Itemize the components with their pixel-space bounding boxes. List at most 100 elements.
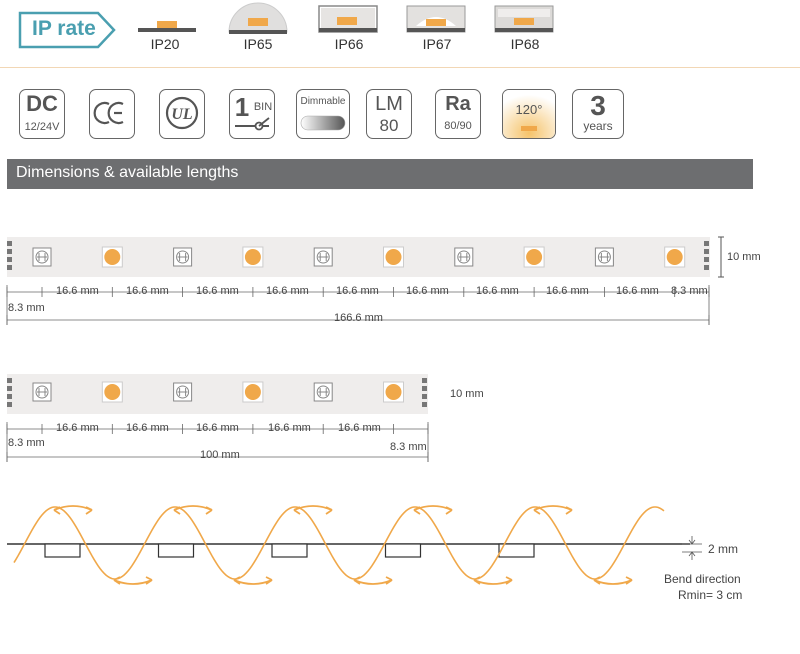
bin-label: BIN [254,101,272,113]
ip-rate-arrow-shape [18,11,116,49]
resistor-icon [173,382,193,402]
warranty-unit: years [583,119,613,133]
bend-arrow-icon [413,505,453,515]
ce-mark-icon: CE [89,89,135,139]
section-divider [0,67,800,68]
ul-symbol: UL [165,96,199,130]
strip1-pitch-label: 16.6 mm [406,285,449,297]
section-title: Dimensions & available lengths [16,164,239,181]
bend-arrow-icon [473,576,513,585]
bend-diagram [7,505,702,585]
lm-value: 80 [379,116,399,135]
ul-label: UL [171,106,193,123]
resistor-icon [32,382,52,402]
bend-arrow-icon [293,505,333,515]
strip1-pitch-label: 16.6 mm [616,285,659,297]
led-chip-icon [242,246,264,268]
strip1-pitch-label: 16.6 mm [546,285,589,297]
strip2-pitch-label: 16.6 mm [338,422,381,434]
resistor-icon [32,247,52,267]
ip68-label: IP68 [510,36,540,52]
warranty-icon: 3 years [572,89,624,139]
strip2-total-length-label: 100 mm [200,449,240,461]
bend-segment [44,543,81,558]
bend-arrow-icon [593,576,633,585]
resistor-icon [594,247,614,267]
strip1-edge-right-label: 8.3 mm [671,285,708,297]
dc-label: DC [26,91,58,116]
strip2-edge-left-label: 8.3 mm [8,437,45,449]
ra-value: 80/90 [444,120,472,132]
strip1-pitch-label: 16.6 mm [476,285,519,297]
ip67-label: IP67 [422,36,452,52]
strip1-diagram [6,236,724,325]
dimmable-label: Dimmable [300,96,346,107]
bin-symbol: 1 BIN [235,92,272,131]
led-chip-icon [523,246,545,268]
strip2-end-pads-left [7,378,12,407]
beam-angle-value: 120° [516,102,543,117]
ip65-icon [228,2,288,34]
ip66-icon [318,5,378,33]
ul-listed-icon: UL [159,89,205,139]
bend-strip-segments [44,543,535,558]
strip2-diagram [6,374,429,462]
bend-segment [271,543,308,558]
bend-arrow-icon [533,505,573,515]
strip1-pitch-label: 16.6 mm [336,285,379,297]
ip65-label: IP65 [243,36,273,52]
bend-arrow-icon [113,576,153,585]
bend-wave-curve [13,506,665,580]
strip1-pitch-label: 16.6 mm [126,285,169,297]
strip2-pitch-label: 16.6 mm [196,422,239,434]
bend-arrow-icon [233,576,273,585]
strip1-end-pads-right [704,241,709,270]
strip1-pitch-label: 16.6 mm [266,285,309,297]
dimmable-icon: Dimmable [296,89,350,139]
lm-label: LM [375,93,403,115]
bend-arrow-icon [53,505,93,515]
ip66-item: IP66 [312,0,392,60]
strip2-width-label: 10 mm [450,388,484,400]
strip1-edge-left-label: 8.3 mm [8,302,45,314]
strip2-end-pads-right [422,378,427,407]
ip20-item: IP20 [130,0,210,60]
strip1-pitch-label: 16.6 mm [56,285,99,297]
led-chip-icon [383,381,404,403]
bin-number: 1 [235,92,249,122]
resistor-icon [454,247,474,267]
strip1-components [32,246,686,268]
strip2-components [32,381,404,403]
led-chip-icon [242,381,264,403]
strip1-pitch-label: 16.6 mm [196,285,239,297]
strip1-total-length-label: 166.6 mm [334,312,383,324]
section-header: Dimensions & available lengths [7,159,753,189]
ip20-label: IP20 [150,36,180,52]
led-chip-icon [383,246,404,268]
ip68-icon [494,5,554,33]
bend-radius-label: Rmin= 3 cm [678,588,743,602]
lumen-efficacy-icon: LM 80 [366,89,412,139]
cri-icon: Ra 80/90 [435,89,481,139]
led-chip-icon [101,246,123,268]
bend-segment [157,543,195,558]
bend-segment [384,543,422,558]
strip1-pcb [7,237,710,277]
dimmer-gradient-icon [300,115,346,131]
ce-symbol [93,101,124,125]
strip1-width-label: 10 mm [727,251,761,263]
strip2-pitch-label: 16.6 mm [126,422,169,434]
ip65-item: IP65 [222,0,302,60]
bin-icon: 1 BIN [229,89,275,139]
strip2-edge-right-label: 8.3 mm [390,441,427,453]
bend-direction-label: Bend direction [664,572,741,586]
ip-rate-label: IP rate [32,17,96,40]
ip67-item: IP67 [400,0,480,60]
dc-voltage-label: 12/24V [24,121,60,133]
ip20-icon [138,21,196,32]
strip2-dimension-lines [6,422,429,462]
beam-angle-icon: 120° [502,89,556,139]
strip1-dimension-lines [6,285,710,325]
strip2-pitch-label: 16.6 mm [56,422,99,434]
beam-angle-symbol: 120° [503,90,555,138]
